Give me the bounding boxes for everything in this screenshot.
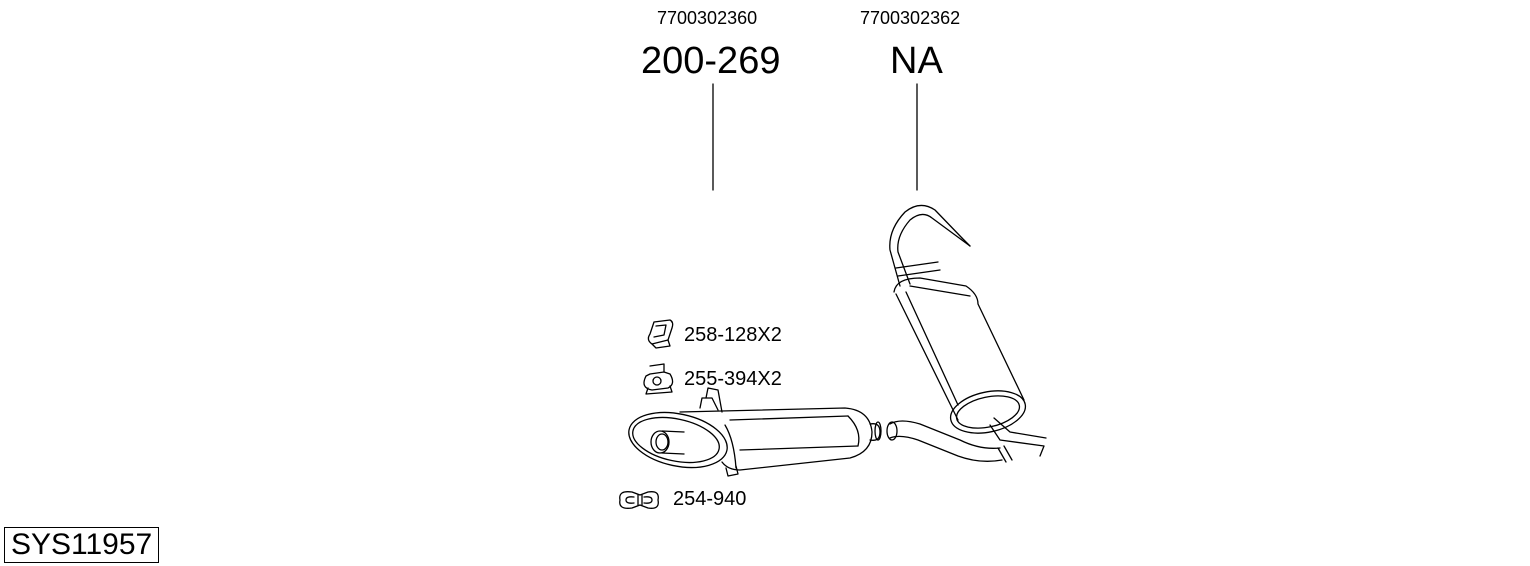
rubber-mount-icon xyxy=(643,363,674,395)
accessory-label-hanger: 258-128X2 xyxy=(684,324,782,346)
rear-silencer-drawing xyxy=(886,204,1047,463)
front-part-number: 200-269 xyxy=(641,40,781,82)
rubber-hanger-icon xyxy=(647,319,674,349)
clamp-icon xyxy=(619,491,659,509)
accessory-label-clamp: 254-940 xyxy=(673,488,747,510)
rear-oe-number: 7700302362 xyxy=(860,8,961,28)
front-silencer-drawing xyxy=(628,387,882,477)
accessory-label-mount: 255-394X2 xyxy=(684,368,782,390)
front-oe-number: 7700302360 xyxy=(657,8,758,28)
rear-part-number: NA xyxy=(890,40,943,82)
system-id-box: SYS11957 xyxy=(4,527,160,563)
